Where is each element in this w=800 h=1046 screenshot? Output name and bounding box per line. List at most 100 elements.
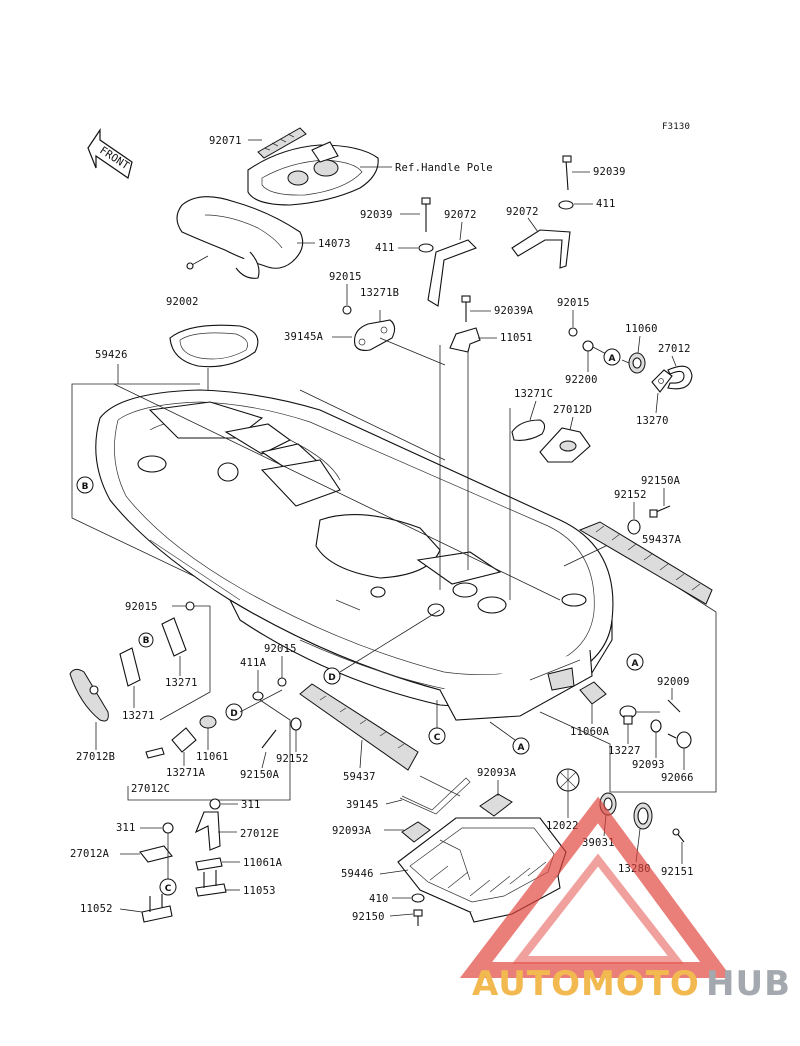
- label-11061A: 11061A: [243, 857, 283, 869]
- label-92039A: 92039A: [494, 305, 534, 317]
- label-11060A: 11060A: [570, 726, 610, 738]
- label-92150A-l: 92150A: [240, 769, 280, 781]
- label-411-mid: 411: [375, 242, 395, 254]
- label-11051: 11051: [500, 332, 533, 344]
- label-92150: 92150: [352, 911, 385, 923]
- label-92039-top: 92039: [593, 166, 626, 178]
- bolt-92039-mid: [421, 197, 431, 232]
- bracket-11051: [449, 327, 481, 353]
- screw-92009: [667, 699, 681, 713]
- label-13270: 13270: [636, 415, 669, 427]
- label-12022: 12022: [546, 820, 579, 832]
- label-311-a: 311: [241, 799, 261, 811]
- svg-text:D: D: [328, 673, 335, 683]
- washer-410: [411, 893, 425, 903]
- label-11060: 11060: [625, 323, 658, 335]
- label-411-top: 411: [596, 198, 616, 210]
- grommet-11060A: [579, 681, 607, 705]
- label-39145: 39145: [346, 799, 379, 811]
- screw-92151: [672, 828, 685, 843]
- cover-13280: [633, 802, 653, 830]
- grommet-11061: [199, 715, 217, 729]
- label-13271-b: 13271: [122, 710, 155, 722]
- svg-text:B: B: [82, 482, 89, 492]
- plate-13271C: [511, 419, 546, 441]
- grate-12022: [556, 768, 580, 792]
- collar-92152-left: [290, 717, 302, 731]
- bracket-11053: [195, 870, 227, 897]
- label-27012A: 27012A: [70, 848, 110, 860]
- svg-text:B: B: [143, 636, 150, 646]
- bracket-11052: [141, 894, 173, 923]
- label-11052: 11052: [80, 903, 113, 915]
- label-27012: 27012: [658, 343, 691, 355]
- bolt-92150A-right: [649, 505, 671, 518]
- label-14073: 14073: [318, 238, 351, 250]
- label-13271-a: 13271: [165, 677, 198, 689]
- handle-pole-cover: [247, 141, 379, 206]
- bracket-27012B: [69, 668, 109, 722]
- plate-11061A: [195, 857, 223, 871]
- plate-13271B: [353, 319, 396, 351]
- label-39145A: 39145A: [284, 331, 324, 343]
- plug-92066: [667, 731, 692, 749]
- callout-D-main: D: [323, 667, 341, 685]
- label-11053: 11053: [243, 885, 276, 897]
- callout-A-right: A: [626, 653, 644, 671]
- label-92015-b: 92015: [557, 297, 590, 309]
- bolt-92150A-left: [261, 729, 277, 749]
- gasket-92002: [169, 324, 259, 368]
- callout-B-left: B: [138, 632, 154, 648]
- bracket-92072-b: [511, 229, 571, 269]
- label-92015-c: 92015: [125, 601, 158, 613]
- svg-text:A: A: [518, 743, 525, 753]
- callout-C-left: C: [159, 878, 177, 896]
- label-13271B: 13271B: [360, 287, 399, 299]
- rail-59437: [299, 683, 419, 771]
- washer-92200: [582, 340, 594, 352]
- bolt-92039A: [461, 295, 471, 322]
- label-92009: 92009: [657, 676, 690, 688]
- label-59446: 59446: [341, 868, 374, 880]
- label-92150A-r: 92150A: [641, 475, 681, 487]
- rail-59437A: [578, 521, 713, 605]
- clamp-27012: [667, 365, 693, 390]
- grip-strip-92071: [257, 127, 307, 159]
- svg-text:A: A: [632, 659, 639, 669]
- clip-27012A: [139, 845, 173, 863]
- fitting-13227: [619, 705, 637, 725]
- label-92015-a: 92015: [329, 271, 362, 283]
- hose-39145: [399, 775, 471, 815]
- label-13271C: 13271C: [514, 388, 553, 400]
- label-92072-b: 92072: [506, 206, 539, 218]
- label-92093A-a: 92093A: [477, 767, 517, 779]
- bracket-27012D: [539, 427, 591, 463]
- bolt-92039-top: [562, 155, 572, 191]
- collar-92152-right: [627, 519, 641, 535]
- plate-13270: [651, 369, 673, 393]
- washer-411-mid: [418, 243, 434, 253]
- label-27012C: 27012C: [131, 783, 170, 795]
- label-13227: 13227: [608, 745, 641, 757]
- label-59426: 59426: [95, 349, 128, 361]
- bracket-27012E: [194, 811, 221, 851]
- label-92200: 92200: [565, 374, 598, 386]
- front-arrow-icon: FRONT: [87, 128, 133, 179]
- label-27012D: 27012D: [553, 404, 592, 416]
- label-11061: 11061: [196, 751, 229, 763]
- plate-13271-b: [119, 647, 141, 687]
- pad-92093A-a: [479, 793, 513, 817]
- label-13271A: 13271A: [166, 767, 206, 779]
- bolt-92150: [413, 909, 423, 926]
- callout-A-bottom: A: [512, 737, 530, 755]
- label-311-b: 311: [116, 822, 136, 834]
- label-59437: 59437: [343, 771, 376, 783]
- label-92015-d: 92015: [264, 643, 297, 655]
- callout-B-main: B: [76, 476, 94, 494]
- figure-code: F3130: [662, 122, 690, 132]
- label-92071: 92071: [209, 135, 242, 147]
- plate-13271-a: [161, 617, 187, 657]
- watermark-text-automoto: AUTOMOTO: [472, 964, 700, 1004]
- washer-411-top: [558, 200, 574, 210]
